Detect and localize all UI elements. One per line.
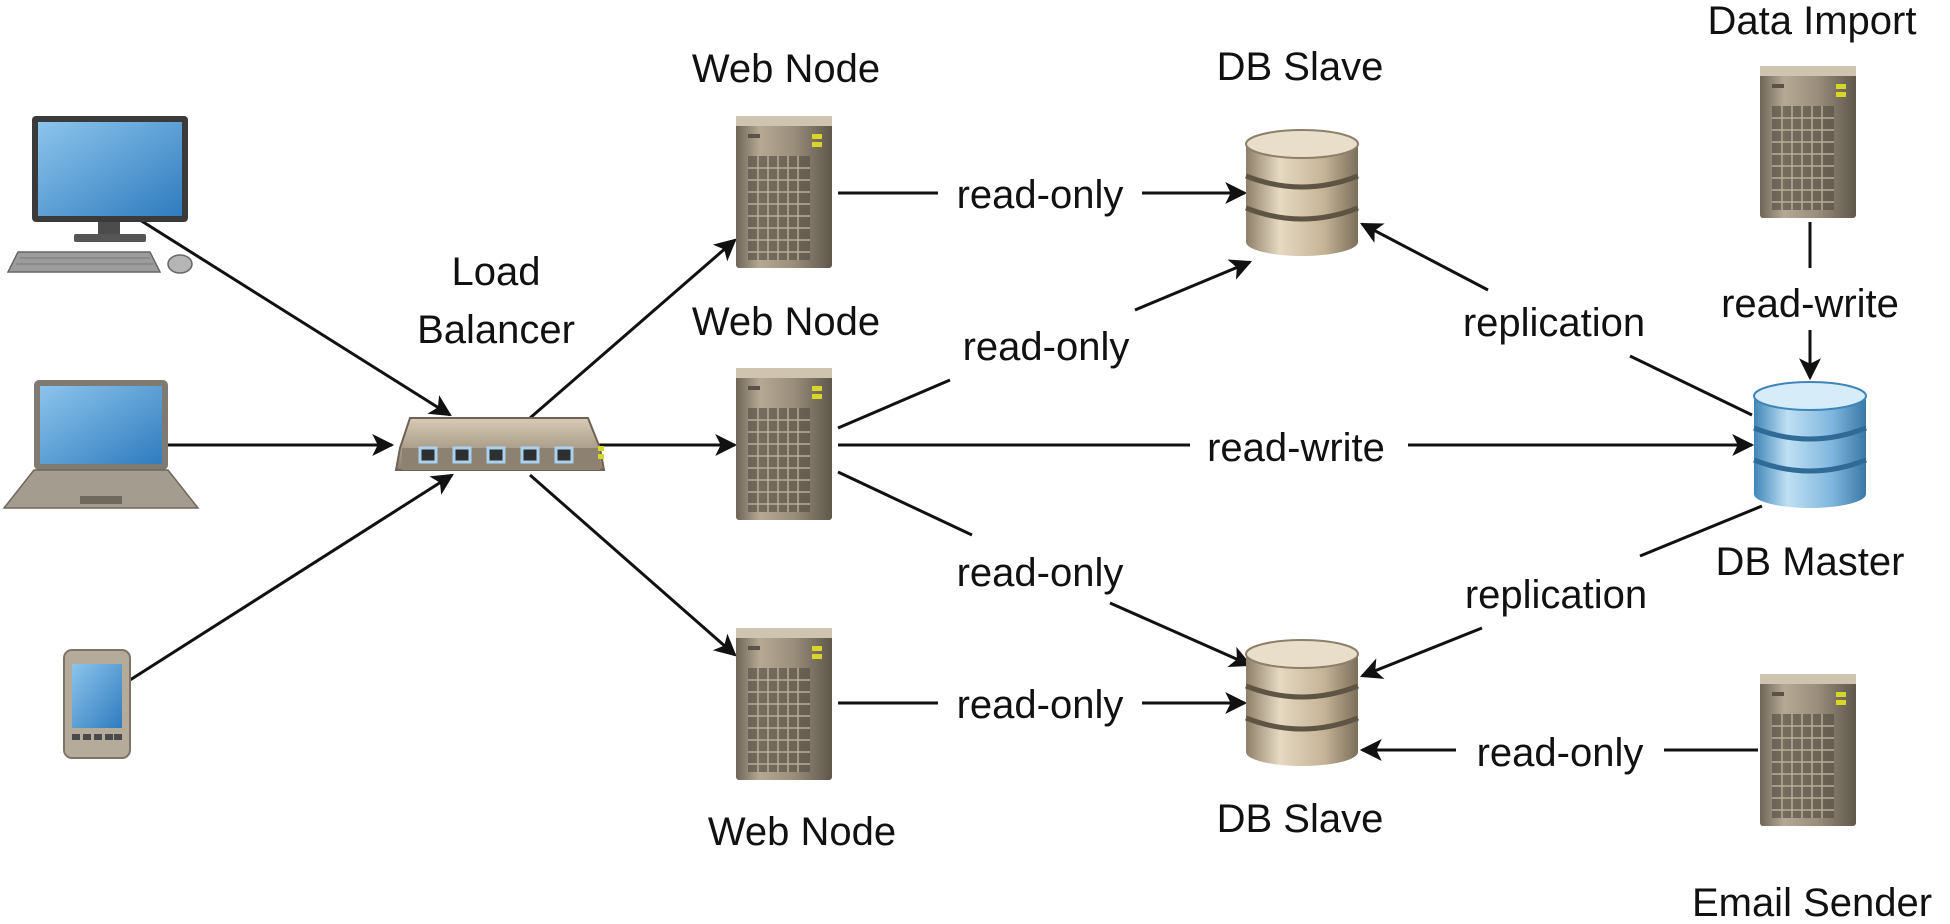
web-node-middle-server-icon: [735, 367, 833, 521]
label-master-to-slave-top: replication: [1463, 301, 1645, 345]
web-node-top-server-icon: [735, 115, 833, 269]
laptop-icon: [2, 380, 200, 509]
db-master-database-icon: [1754, 382, 1866, 508]
edge-master-to-slave-bottom-b: [1359, 626, 1483, 679]
label-web-mid-to-master: read-write: [1207, 426, 1385, 470]
email-sender-label: Email Sender: [1692, 881, 1932, 924]
edge-master-to-slave-top-b: [1360, 222, 1489, 292]
load-balancer-label-line1: Load: [452, 250, 541, 294]
data-import-server-icon: [1759, 65, 1857, 219]
edge-labels: read-only read-only read-write read-only…: [957, 173, 1899, 775]
label-web-mid-to-slave-top: read-only: [963, 325, 1130, 369]
label-web-top-to-slave-top: read-only: [957, 173, 1124, 217]
web-node-bottom-server-icon: [735, 627, 833, 781]
web-node-bottom-label: Web Node: [708, 810, 896, 854]
db-slave-top-label: DB Slave: [1217, 45, 1384, 89]
edge-lb-to-web-top: [529, 238, 737, 420]
label-master-to-slave-bottom: replication: [1465, 573, 1647, 617]
label-email-to-slave-bottom: read-only: [1477, 731, 1644, 775]
edge-web-mid-to-slave-top-b: [1134, 259, 1253, 312]
smartphone-icon: [63, 649, 131, 759]
edge-web-mid-to-slave-top-a: [837, 378, 951, 430]
edge-phone-to-lb: [129, 473, 454, 682]
db-master-label: DB Master: [1716, 540, 1905, 584]
web-node-middle-label: Web Node: [692, 300, 880, 344]
email-sender-server-icon: [1759, 673, 1857, 827]
edges: [129, 182, 1821, 761]
desktop-computer-icon: [6, 116, 193, 274]
edge-master-to-slave-top-a: [1629, 354, 1753, 417]
edge-desktop-to-lb: [139, 218, 452, 417]
network-switch-icon: [394, 417, 606, 471]
db-slave-bottom-label: DB Slave: [1217, 797, 1384, 841]
edge-web-mid-to-slave-bottom-a: [837, 470, 973, 537]
db-slave-bottom-database-icon: [1246, 640, 1358, 766]
edge-lb-to-web-bottom: [529, 473, 737, 657]
edge-web-mid-to-slave-bottom-b: [1109, 601, 1253, 668]
edge-master-to-slave-bottom-a: [1639, 504, 1763, 558]
label-import-to-master: read-write: [1721, 282, 1899, 326]
db-slave-top-database-icon: [1246, 130, 1358, 256]
web-node-top-label: Web Node: [692, 47, 880, 91]
load-balancer-label-line2: Balancer: [417, 308, 575, 352]
label-web-bottom-to-slave-bottom: read-only: [957, 683, 1124, 727]
label-web-mid-to-slave-bottom: read-only: [957, 551, 1124, 595]
data-import-label: Data Import: [1708, 0, 1917, 43]
